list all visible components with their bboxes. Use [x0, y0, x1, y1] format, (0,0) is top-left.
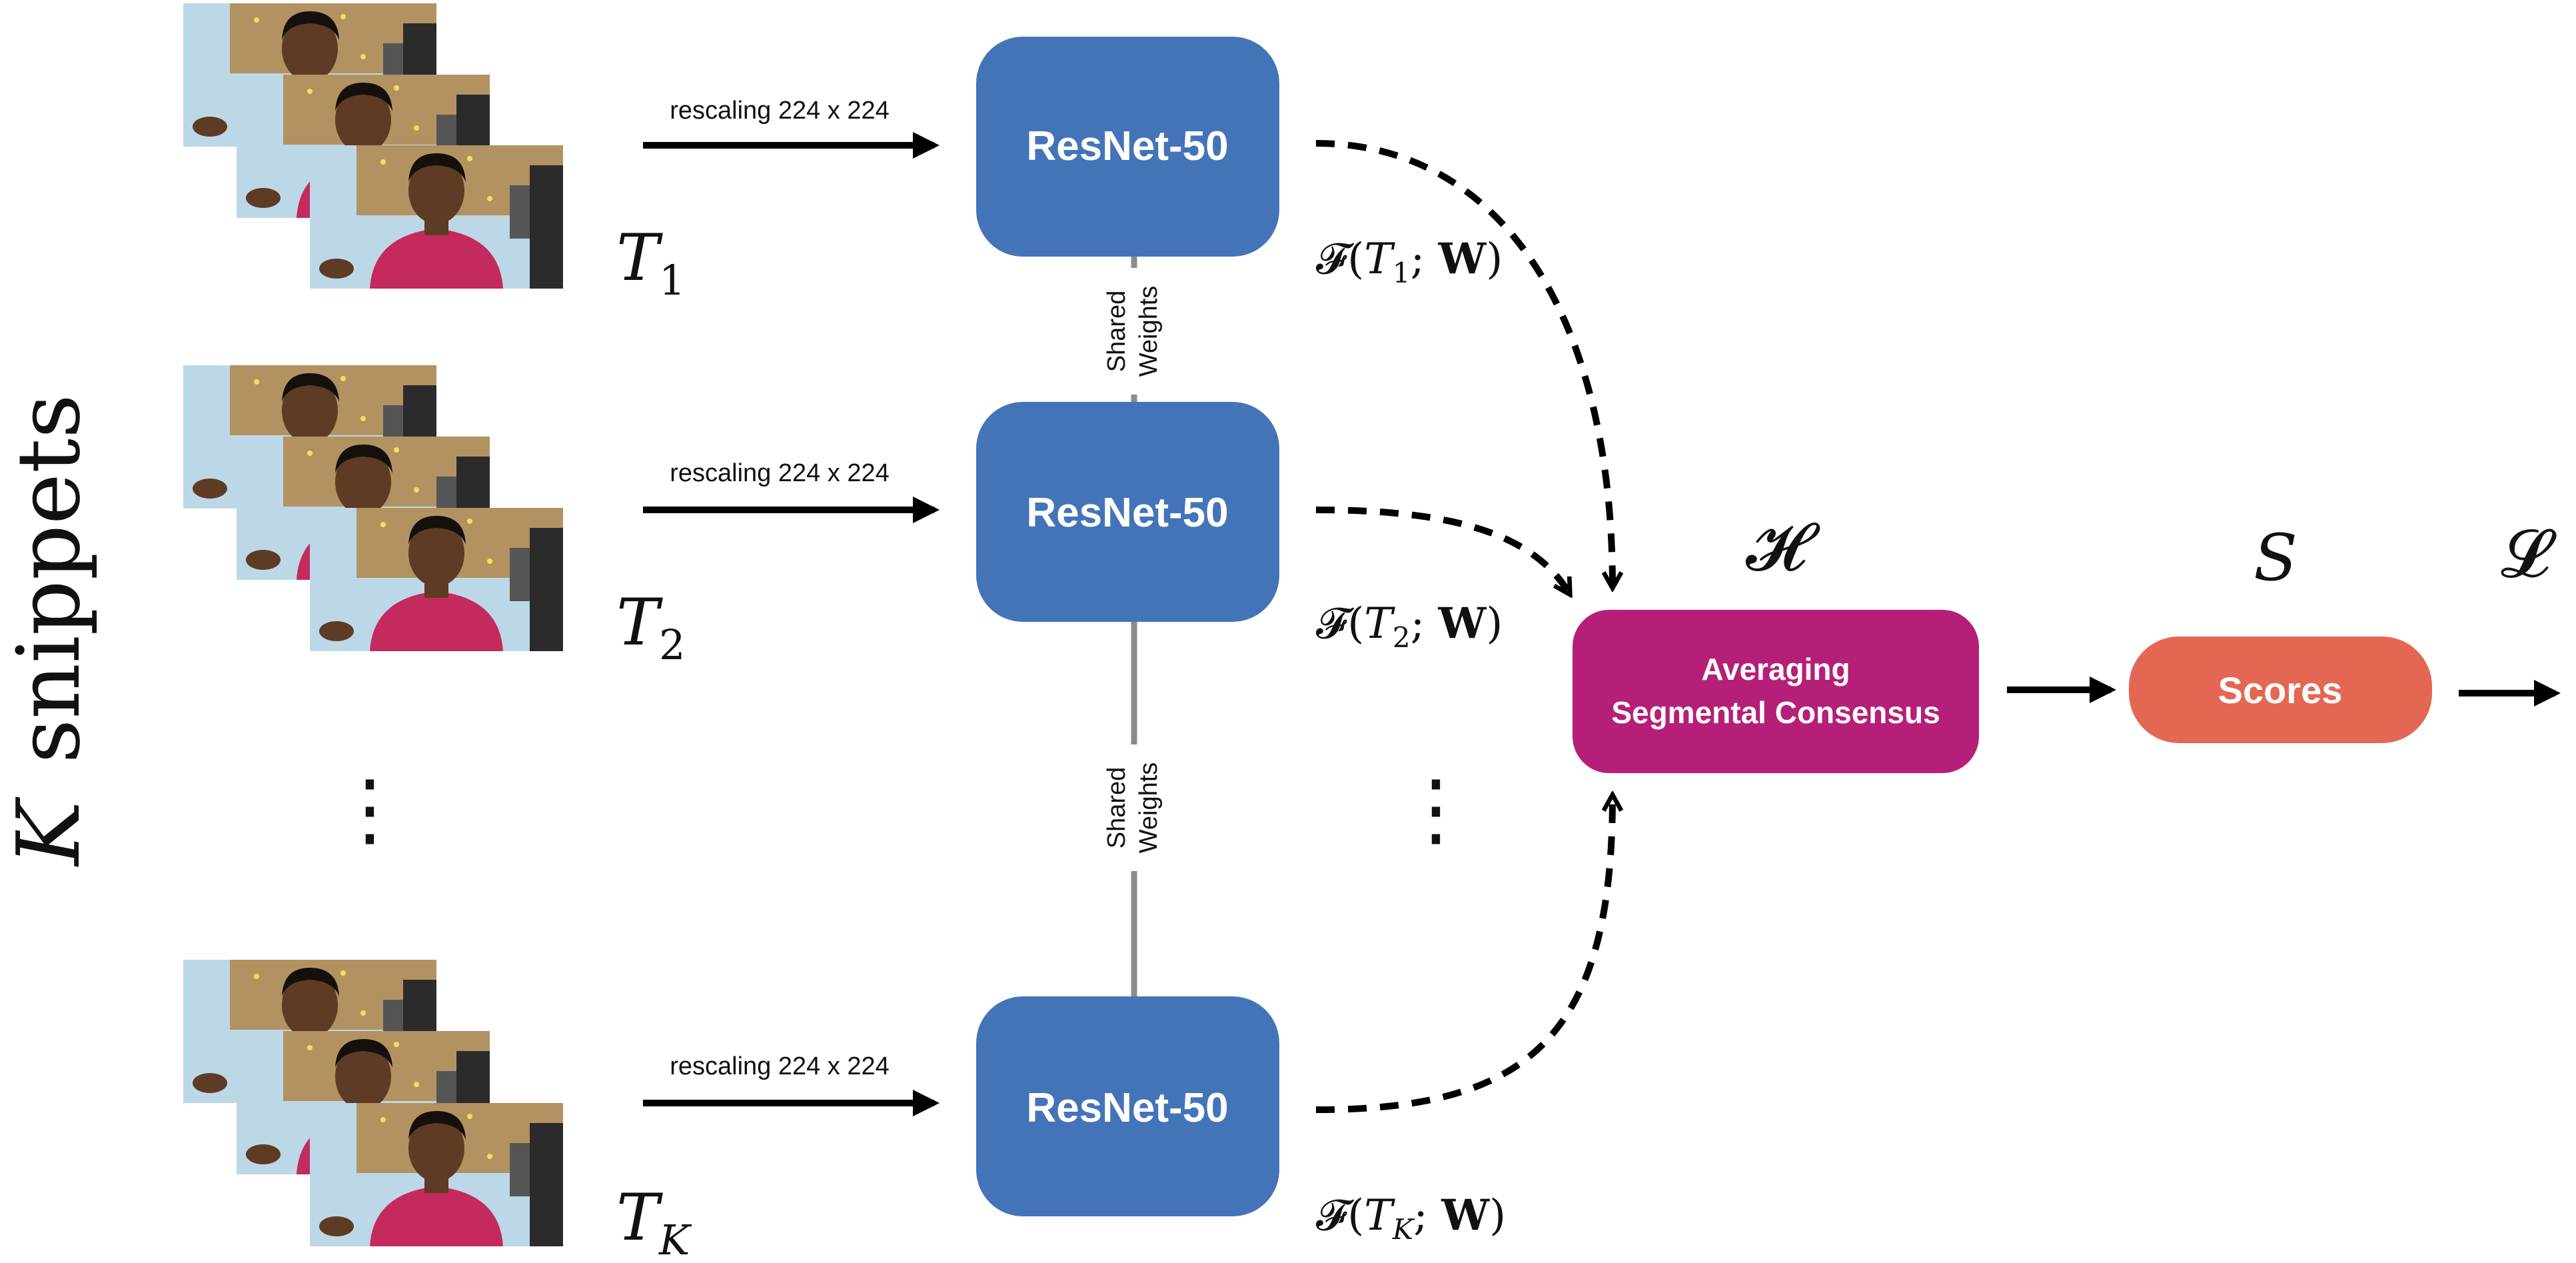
frames-ellipsis: ⋮ [330, 764, 410, 854]
scores-symbol: S [2254, 521, 2297, 595]
resnet-box-k: ResNet-50 [976, 996, 1279, 1216]
resnet-label-k: ResNet-50 [1026, 1085, 1228, 1131]
frame-stack-k [183, 960, 563, 1246]
feature-label-k: 𝓕(TK; W) [1316, 1190, 1506, 1246]
consensus-symbol: 𝓗 [1746, 508, 1820, 586]
k-variable: K [0, 796, 99, 867]
feature-label-2: 𝓕(T2; W) [1316, 599, 1503, 654]
rescale-label-1: rescaling 224 x 224 [670, 97, 890, 125]
scores-box: Scores [2129, 636, 2432, 743]
shared-weights-label-1: Shared Weights [1095, 268, 1173, 395]
resnet-box-2: ResNet-50 [976, 402, 1279, 622]
resnet-label-2: ResNet-50 [1026, 490, 1228, 536]
frame-stack-2 [183, 365, 563, 651]
rescale-label-k: rescaling 224 x 224 [670, 1052, 890, 1080]
snippets-text: snippets [0, 394, 99, 763]
dashed-arrow-k [1315, 796, 1612, 1113]
features-ellipsis: ⋮ [1396, 764, 1476, 854]
snippet-label-2: T2 [616, 585, 685, 669]
shared-weights-label-2: Shared Weights [1095, 744, 1173, 871]
svg-text:Weights: Weights [1135, 762, 1163, 854]
resnet-label-1: ResNet-50 [1026, 123, 1228, 169]
svg-text:K snippets: K snippets [0, 394, 99, 867]
k-snippets-label: K snippets [0, 394, 99, 867]
svg-text:Weights: Weights [1135, 286, 1163, 377]
rescale-label-2: rescaling 224 x 224 [670, 459, 890, 487]
frame-stack-1 [183, 3, 563, 289]
snippet-label-1: T1 [616, 221, 685, 305]
svg-text:Shared: Shared [1103, 291, 1131, 373]
svg-text:Shared: Shared [1103, 767, 1131, 849]
loss-symbol: 𝓛 [2501, 515, 2557, 593]
dashed-arrow-2 [1315, 507, 1569, 593]
dashed-arrow-1 [1315, 140, 1612, 587]
snippet-label-k: TK [616, 1180, 692, 1263]
feature-label-1: 𝓕(T1; W) [1316, 234, 1503, 289]
consensus-label-line2: Segmental Consensus [1611, 695, 1940, 730]
consensus-label-line1: Averaging [1701, 652, 1850, 686]
scores-label: Scores [2218, 669, 2343, 711]
consensus-box: Averaging Segmental Consensus [1573, 610, 1979, 773]
resnet-box-1: ResNet-50 [976, 37, 1279, 257]
